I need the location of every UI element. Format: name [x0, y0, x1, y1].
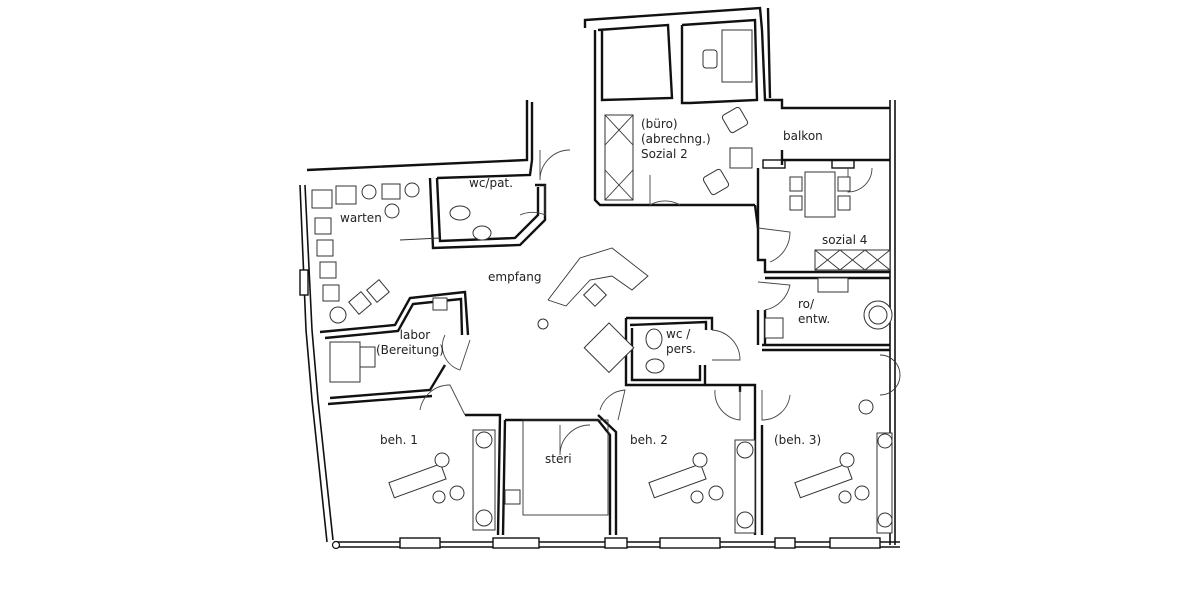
windows	[299, 159, 881, 549]
room-label-labor: labor (Bereitung)	[376, 328, 444, 358]
room-label-sozial4: sozial 4	[822, 233, 868, 247]
room-label-beh1: beh. 1	[380, 433, 418, 447]
room-label-line: (abrechng.)	[641, 132, 711, 146]
room-label-line: entw.	[798, 312, 831, 326]
room-label-line: (Bereitung)	[376, 343, 444, 357]
room-label-line: labor	[399, 328, 431, 342]
room-label-line: wc /	[666, 327, 691, 341]
room-label-beh3: (beh. 3)	[774, 433, 822, 447]
room-label-beh2: beh. 2	[630, 433, 668, 447]
room-label-line: Sozial 2	[641, 147, 688, 161]
room-label-line: pers.	[666, 342, 696, 356]
furniture	[311, 29, 901, 534]
room-label-line: ro/	[798, 297, 815, 311]
room-label-buero: (büro) (abrechng.) Sozial 2	[641, 117, 711, 162]
room-label-empfang: empfang	[488, 270, 542, 284]
room-label-wc-pers: wc / pers.	[666, 327, 696, 357]
room-label-wc-pat: wc/pat.	[469, 176, 513, 190]
room-label-warten: warten	[340, 211, 382, 225]
doors	[419, 149, 873, 456]
room-label-steri: steri	[545, 452, 572, 466]
room-label-line: (büro)	[641, 117, 678, 131]
room-label-balkon: balkon	[783, 129, 823, 143]
room-label-ro-entw: ro/ entw.	[798, 297, 830, 327]
